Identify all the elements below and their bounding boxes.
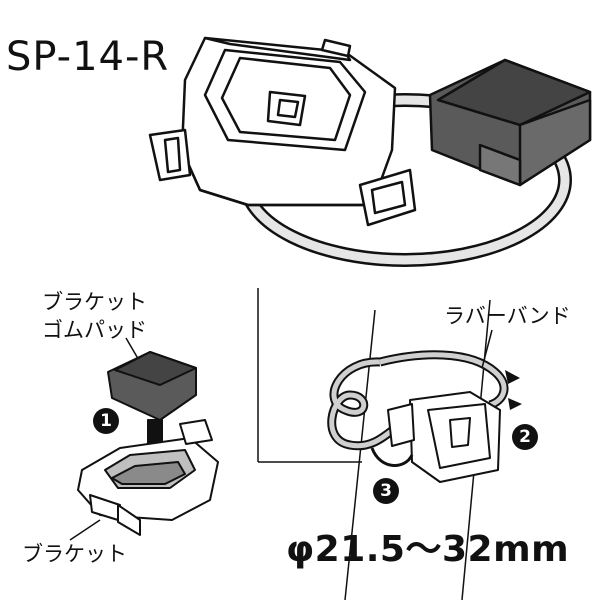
rubber-band-label: ラバーバンド (444, 304, 571, 328)
pad-label-line2: ゴムパッド (42, 318, 147, 342)
bracket-rubber-pad-label: ブラケット ゴムパッド (42, 288, 147, 344)
model-number: SP-14-R (6, 34, 170, 80)
pad-label-line1: ブラケット (42, 290, 147, 314)
diameter-range: φ21.5～32mm (286, 529, 570, 570)
assembly-illustration (69, 337, 219, 541)
step-2-badge: 2 (512, 424, 538, 450)
product-illustration (148, 36, 592, 267)
mounting-illustration (327, 299, 522, 600)
push-arrowhead-top (505, 370, 520, 384)
push-arrowhead-bottom (508, 398, 522, 410)
bracket-label: ブラケット (22, 542, 127, 566)
small-bracket (77, 419, 219, 536)
step-1-badge: 1 (93, 408, 119, 434)
mounted-bracket (387, 391, 501, 483)
bracket-body (148, 36, 417, 227)
step-3-badge: 3 (373, 478, 399, 504)
rotate-arrow (370, 447, 414, 467)
rubber-pad-block (428, 58, 592, 187)
small-rubber-pad (107, 351, 197, 421)
